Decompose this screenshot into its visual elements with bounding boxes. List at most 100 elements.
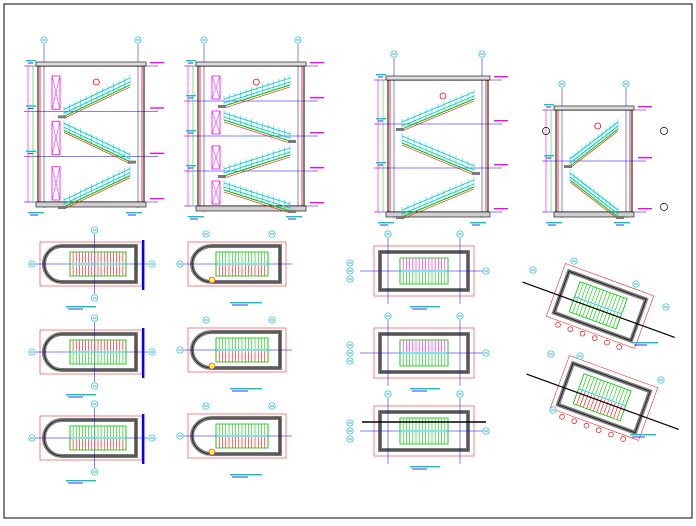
- annotation-bar: [380, 224, 388, 226]
- annotation-bar: [544, 104, 554, 106]
- annotation-bar: [28, 62, 33, 64]
- annotation-bar: [632, 436, 645, 438]
- stair-tread: [588, 286, 594, 301]
- pile-circle: [591, 335, 598, 341]
- annotation-mark: [410, 306, 440, 310]
- stair-tread: [618, 297, 625, 312]
- grid-bubble-icon: [662, 303, 670, 311]
- grid-bubble-icon: [384, 312, 392, 320]
- grid-bubble-icon: [268, 316, 276, 324]
- grid-bubble-icon: [148, 434, 156, 442]
- annotation-bar: [188, 97, 193, 99]
- annotation-bar: [28, 153, 33, 155]
- ground-slab: [35, 201, 147, 208]
- stair-tread: [602, 382, 608, 397]
- pile-circle: [595, 427, 602, 433]
- plan-c-level-1: [346, 230, 490, 310]
- pile-circle: [608, 431, 614, 438]
- annotation-bar: [26, 60, 36, 62]
- plan-a-level-1: [28, 226, 156, 310]
- grid-bubble-icon: [28, 348, 36, 356]
- grid-bubble-icon: [482, 427, 490, 435]
- stair-soffit: [223, 86, 291, 109]
- grid-bubble-icon: [547, 350, 555, 358]
- landing: [564, 165, 572, 168]
- section-1: [24, 36, 164, 216]
- annotation-mark: [26, 60, 36, 64]
- landing: [128, 160, 136, 164]
- stair-tread: [594, 288, 601, 304]
- level-tag: [150, 107, 164, 109]
- annotation-mark: [26, 150, 36, 155]
- pile-circle: [571, 418, 578, 424]
- stair-tread: [618, 388, 625, 403]
- grid-bubble-icon: [346, 275, 354, 283]
- column-box: [51, 166, 61, 201]
- grid-bubble-icon: [91, 294, 99, 302]
- annotation-bar: [186, 60, 196, 62]
- annotation-mark: [66, 480, 96, 484]
- pile-circle: [620, 436, 626, 442]
- stair-flight: [223, 180, 291, 214]
- level-tag: [310, 167, 324, 169]
- landing: [218, 105, 226, 108]
- landing: [288, 210, 296, 213]
- level-marker-icon: [252, 78, 260, 86]
- annotation-bar: [66, 480, 96, 482]
- landing: [472, 172, 480, 175]
- stair-tread: [592, 378, 598, 393]
- annotation-mark: [28, 212, 44, 216]
- stair-flight: [63, 120, 131, 164]
- grid-bubble-icon: [176, 432, 184, 440]
- annotation-bar: [26, 105, 36, 107]
- stair-flight: [401, 133, 475, 176]
- level-marker-icon: [208, 276, 216, 284]
- grid-bubble-icon: [91, 226, 99, 234]
- level-tag: [310, 132, 324, 134]
- grid-bubble-icon: [176, 346, 184, 354]
- grid-bubble-icon: [482, 267, 490, 275]
- annotation-bar: [410, 388, 440, 390]
- annotation-mark: [614, 222, 630, 226]
- stair-soffit: [569, 181, 619, 220]
- annotation-mark: [378, 222, 394, 226]
- column-box: [51, 75, 61, 110]
- stair-tread: [578, 282, 584, 298]
- column: [142, 240, 145, 290]
- annotation-mark: [544, 104, 554, 108]
- stair-flight: [569, 170, 619, 220]
- pile-circle: [567, 326, 574, 332]
- landing: [616, 216, 624, 219]
- grid-bubble-icon: [570, 257, 578, 265]
- stair-tread: [582, 374, 588, 390]
- annotation-bar: [68, 482, 83, 484]
- annotation-bar: [616, 224, 624, 226]
- stair-tread: [598, 380, 605, 396]
- annotation-bar: [546, 157, 551, 159]
- column-cross: [211, 180, 221, 205]
- grid-bubble-icon: [202, 230, 210, 238]
- grid-bubble-icon: [28, 434, 36, 442]
- level-marker-icon: [439, 92, 447, 100]
- annotation-mark: [544, 155, 554, 159]
- annotation-bar: [28, 212, 44, 214]
- column-box: [51, 120, 61, 156]
- plan-wall-edge: [43, 333, 137, 371]
- plan-a-level-3: [28, 400, 156, 484]
- stair-flight: [63, 165, 131, 210]
- column: [142, 414, 145, 464]
- stair-tread: [601, 291, 608, 306]
- annotation-bar: [410, 466, 440, 468]
- level-tag: [638, 106, 652, 108]
- stair-tread: [615, 387, 622, 402]
- pile-circle: [583, 422, 590, 429]
- stair-flight: [223, 145, 291, 179]
- annotation-bar: [126, 212, 142, 214]
- level-marker-icon: [208, 448, 216, 456]
- stair-tread: [605, 383, 612, 398]
- grid-bubble-icon: [294, 36, 302, 44]
- pile-circle: [604, 339, 610, 346]
- annotation-mark: [230, 302, 262, 306]
- section-2: [184, 36, 324, 220]
- landing: [58, 206, 66, 209]
